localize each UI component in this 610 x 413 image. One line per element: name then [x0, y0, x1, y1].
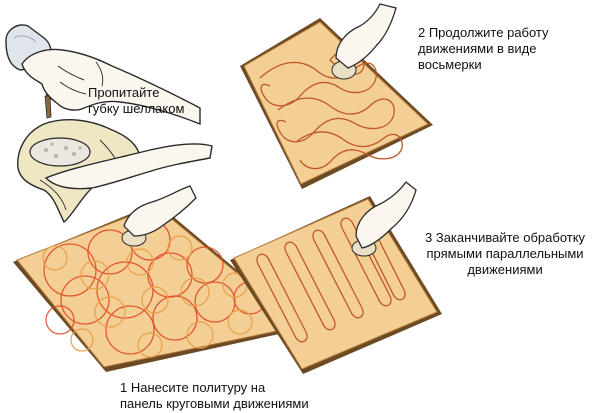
- caption-line: прямыми параллельными: [426, 246, 584, 261]
- panel-figure-eight: [240, 3, 433, 189]
- hand-icon: [123, 185, 197, 237]
- caption-line: Пропитайте: [88, 85, 160, 100]
- hand-icon: [44, 143, 213, 190]
- caption-line: губку шеллаком: [88, 101, 185, 116]
- caption-step-2: 2 Продолжите работу движениями в виде во…: [418, 25, 549, 73]
- caption-line: движениями: [467, 262, 543, 277]
- hand-icon: [355, 181, 417, 249]
- caption-step-3: 3 Заканчивайте обработку прямыми паралле…: [425, 230, 585, 278]
- caption-line: движениями в виде: [418, 41, 537, 56]
- panel-parallel: [230, 181, 442, 374]
- sponge-scene: [5, 24, 213, 224]
- hand-icon: [21, 48, 201, 126]
- caption-line: восьмерки: [418, 57, 482, 72]
- panel-circular: [13, 185, 306, 372]
- hand-icon: [335, 3, 397, 69]
- caption-step-1: 1 Нанесите политуру на панель круговыми …: [120, 380, 309, 412]
- caption-line: 1 Нанесите политуру на: [120, 380, 266, 395]
- caption-soak-sponge: Пропитайте губку шеллаком: [88, 85, 184, 117]
- caption-line: панель круговыми движениями: [120, 396, 309, 411]
- sponge-icon: [29, 137, 91, 167]
- caption-line: 2 Продолжите работу: [418, 25, 549, 40]
- caption-line: 3 Заканчивайте обработку: [425, 230, 586, 245]
